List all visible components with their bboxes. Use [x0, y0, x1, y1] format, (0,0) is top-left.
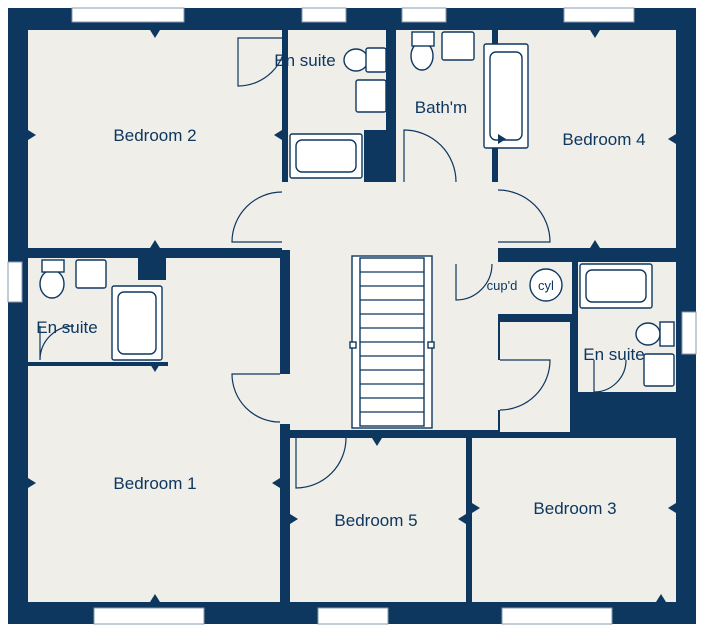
landing-lower-right [500, 322, 570, 432]
wall-block [498, 248, 676, 262]
en-suite-top-fixtures [289, 47, 387, 179]
wall-block [280, 250, 290, 602]
wall-block [466, 434, 472, 602]
en-suite-left-fixtures [39, 259, 163, 361]
bedroom-3-label: Bedroom 3 [533, 499, 616, 518]
bedroom-3-floor [472, 438, 676, 602]
dimension-arrows [28, 30, 676, 602]
wall-block [138, 258, 166, 280]
wall-block [386, 30, 396, 182]
en-suite-right-fixtures [579, 263, 675, 387]
cupboard-label: cup'd [487, 278, 518, 293]
bedroom-5-floor [290, 438, 466, 602]
bedroom-2-label: Bedroom 2 [113, 126, 196, 145]
cylinder-label: cyl [538, 278, 554, 293]
wall-block [28, 362, 168, 366]
wall-block [290, 430, 500, 438]
bedroom-2-floor [28, 30, 282, 248]
bedroom-4-label: Bedroom 4 [562, 130, 645, 149]
en-suite-top-label: En suite [274, 51, 335, 70]
en-suite-right-label: En suite [583, 345, 644, 364]
wall-block [28, 248, 282, 258]
bedroom-5-label: Bedroom 5 [334, 511, 417, 530]
windows [7, 7, 697, 625]
bathroom-fixtures [410, 31, 529, 149]
wall-block [572, 262, 578, 394]
wall-block [578, 392, 676, 396]
en-suite-left-label: En suite [36, 318, 97, 337]
wall-block [500, 314, 576, 322]
bathroom-label: Bath'm [415, 98, 467, 117]
bedroom-1-label: Bedroom 1 [113, 474, 196, 493]
cylinder-icon [529, 268, 563, 302]
staircase [349, 255, 435, 429]
